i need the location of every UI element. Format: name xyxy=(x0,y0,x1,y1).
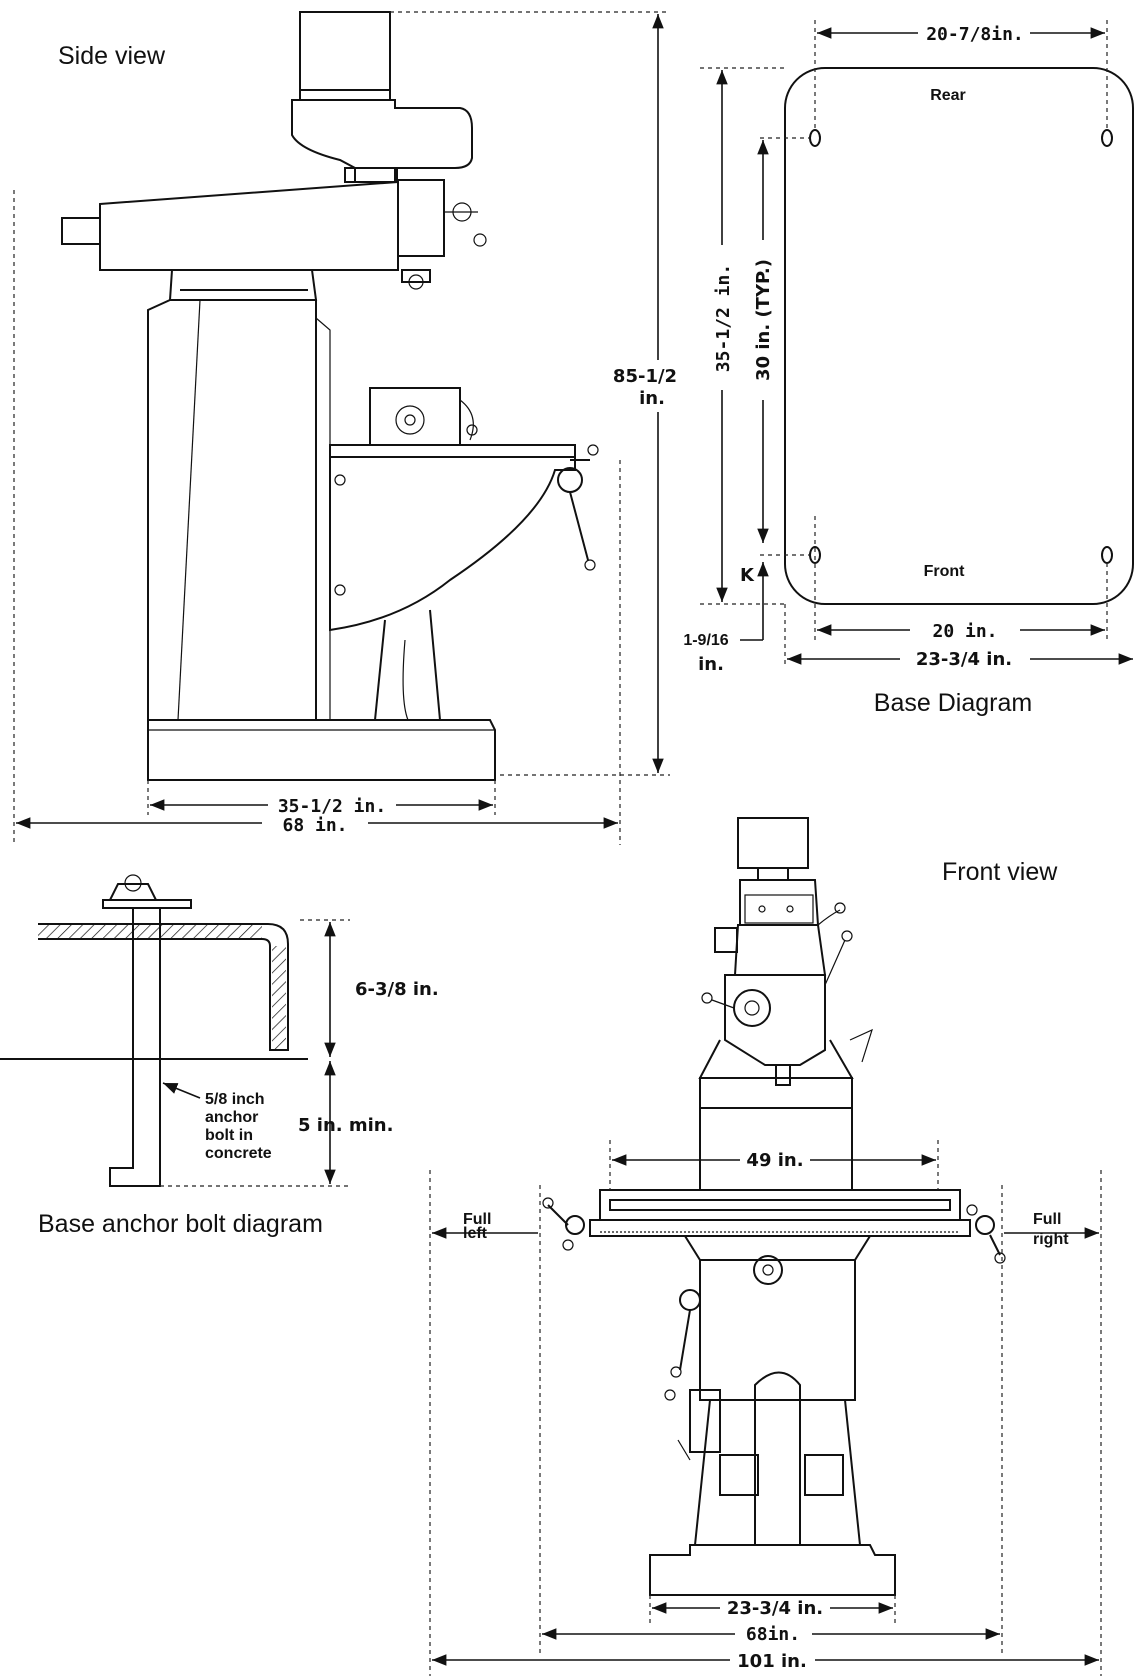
front-column-upper xyxy=(699,1107,853,1191)
bolt-hole-rear-right xyxy=(1101,129,1113,147)
bolt-note-line-2: anchor xyxy=(205,1109,258,1126)
ram xyxy=(99,180,399,271)
full-left-line-2: left xyxy=(463,1225,488,1242)
bolt-note-line-1: 5/8 inch xyxy=(205,1091,265,1108)
base-plate-section xyxy=(38,923,289,1051)
table-travel-label: 49 in. xyxy=(746,1150,803,1171)
motor-housing xyxy=(299,11,391,91)
embed-depth-label: 5 in. min. xyxy=(298,1115,393,1136)
top-width-label: 20-7/8in. xyxy=(926,24,1024,45)
bolt-spacing-label: 30 in. (TYP.) xyxy=(753,259,774,381)
washer xyxy=(102,899,192,909)
front-base xyxy=(649,1544,896,1596)
base-diagram-title: Base Diagram xyxy=(874,689,1032,717)
front-knee xyxy=(699,1259,856,1401)
side-overall-width-label: 68 in. xyxy=(282,815,347,836)
handwheel xyxy=(733,989,771,1027)
front-base-width-label: 23-3/4 in. xyxy=(727,1598,823,1619)
bolt-hole-front-right xyxy=(1101,546,1113,564)
side-view-title: Side view xyxy=(58,42,166,70)
bolt-hole-rear-left xyxy=(809,129,821,147)
anchor-bolt-diagram: 6-3/8 in. 5 in. min. 5/8 inch anchor bol… xyxy=(0,874,439,1238)
side-view: Side view xyxy=(13,11,677,845)
side-height-unit: in. xyxy=(639,388,665,409)
base-diagram: Rear Front 20-7/8in. 35-1/2 in. 30 in. (… xyxy=(683,20,1134,717)
turret xyxy=(168,269,318,301)
k-label: K xyxy=(740,565,755,586)
front-table-width-label: 68in. xyxy=(746,1624,800,1645)
full-left-line-1: Full xyxy=(463,1211,491,1228)
saddle xyxy=(369,387,461,446)
side-height-label: 85-1/2 xyxy=(613,366,677,387)
column xyxy=(147,299,317,721)
table xyxy=(329,444,576,458)
depth-label: 35-1/2 in. xyxy=(713,264,734,372)
anchor-bolt xyxy=(109,908,161,1187)
base xyxy=(147,719,496,781)
front-saddle xyxy=(683,1235,872,1261)
front-view-machine-drawing xyxy=(542,817,1006,1596)
full-right-line-2: right xyxy=(1033,1231,1069,1248)
front-table xyxy=(599,1189,961,1221)
quill-feed-box xyxy=(397,179,445,257)
rear-label: Rear xyxy=(930,87,966,104)
bolt-width-label: 20 in. xyxy=(932,621,997,642)
knee xyxy=(329,444,576,632)
base-outline xyxy=(784,67,1134,605)
offset-label: 1-9/16 xyxy=(683,632,728,649)
front-motor xyxy=(737,817,809,869)
offset-unit: in. xyxy=(698,654,724,675)
bolt-note-line-3: bolt in xyxy=(205,1127,253,1144)
milling-head xyxy=(291,99,473,183)
bolt-note-line-4: concrete xyxy=(205,1145,272,1162)
base-thickness-label: 6-3/8 in. xyxy=(355,979,439,1000)
bolt-nut xyxy=(108,883,158,901)
full-right-line-1: Full xyxy=(1033,1211,1061,1228)
front-head xyxy=(739,879,820,926)
front-view-title: Front view xyxy=(942,858,1058,886)
front-quill-housing xyxy=(724,974,826,1066)
anchor-diagram-title: Base anchor bolt diagram xyxy=(38,1210,323,1238)
front-overall-width-label: 101 in. xyxy=(737,1651,807,1672)
side-view-machine-drawing xyxy=(61,11,599,781)
front-label: Front xyxy=(924,563,966,580)
side-base-width-label: 35-1/2 in. xyxy=(278,796,386,817)
front-view: Front view xyxy=(429,817,1102,1676)
base-width-label: 23-3/4 in. xyxy=(916,649,1012,670)
